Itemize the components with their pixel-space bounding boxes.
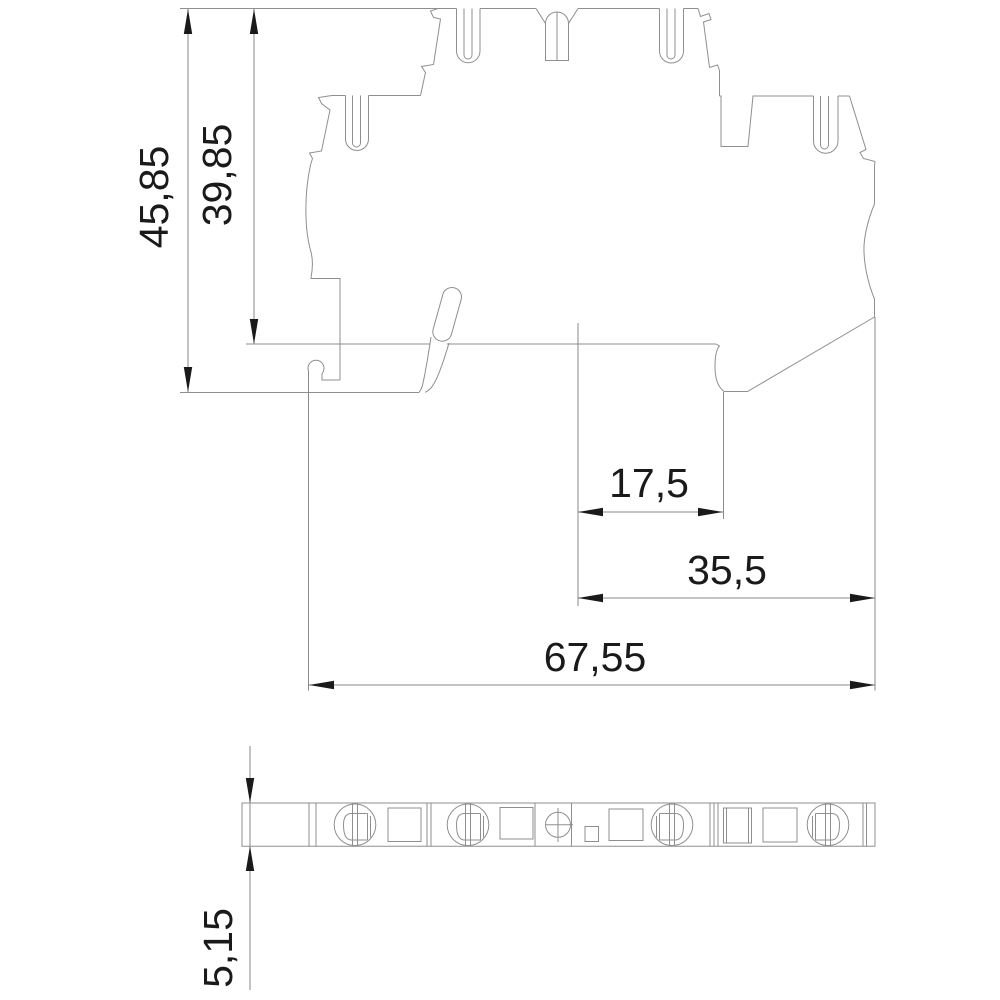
dimension-overall-height: 45,85	[131, 9, 193, 392]
clamp-opening	[650, 802, 694, 847]
din-rail-claw-left	[307, 359, 340, 381]
test-plug-socket	[535, 8, 579, 61]
arrowhead-down	[183, 367, 193, 392]
bottom-view	[241, 802, 876, 847]
wire-opening-square	[608, 808, 644, 841]
dimension-profile-thickness: 5,15	[195, 746, 255, 990]
strip-partitions	[308, 803, 867, 847]
side-view	[180, 8, 876, 393]
arrowhead-right	[850, 593, 875, 603]
strip-outline	[241, 802, 876, 847]
wire-opening-square	[499, 807, 534, 840]
din-rail-claw-right	[714, 343, 725, 392]
fixing-screw-crosshair	[545, 808, 573, 842]
arrowhead-down	[249, 319, 259, 344]
dimension-label-rail-height: 39,85	[194, 124, 240, 227]
tier2-slot-right	[813, 96, 839, 154]
extension-lines	[308, 317, 876, 691]
screwdriver-slot-right	[659, 8, 684, 64]
dimension-partial-width: 35,5	[578, 547, 875, 603]
dimension-label-overall-width: 67,55	[544, 634, 647, 680]
tier2-slot-left	[345, 95, 369, 151]
dimension-foot-offset: 17,5	[578, 460, 723, 517]
screwdriver-slot-left	[456, 8, 481, 64]
small-opening-square	[584, 826, 599, 842]
dimension-label-partial-width: 35,5	[687, 547, 767, 593]
dimension-label-foot-offset: 17,5	[609, 460, 689, 506]
arrowhead-up	[249, 9, 259, 34]
dimension-rail-height: 39,85	[194, 9, 259, 344]
dimension-label-overall-height: 45,85	[131, 146, 177, 249]
left-profile	[305, 95, 341, 380]
clamp-opening	[446, 802, 490, 847]
arrowhead-up	[183, 9, 193, 34]
right-profile	[724, 95, 876, 392]
left-tier-step	[420, 8, 442, 96]
arrowhead-right	[698, 507, 723, 517]
arrowhead-down	[245, 778, 255, 803]
arrowhead-left	[578, 593, 603, 603]
dimension-label-profile-thickness: 5,15	[195, 908, 241, 988]
clamp-opening	[333, 802, 377, 847]
release-lever	[418, 287, 462, 393]
arrowhead-up	[245, 846, 255, 871]
dimensions: 45,85 39,85 17,5 35,5 67,55	[131, 9, 876, 990]
right-tier-step	[697, 8, 720, 96]
arrowhead-left	[309, 680, 334, 690]
arrowhead-left	[578, 507, 603, 517]
clamp-opening	[806, 802, 850, 847]
tier-pocket	[719, 95, 814, 147]
center-opening	[723, 807, 752, 844]
dimension-overall-width: 67,55	[309, 634, 875, 690]
wire-opening-square	[762, 807, 798, 843]
wire-opening-square	[387, 807, 422, 842]
arrowhead-right	[850, 680, 875, 690]
